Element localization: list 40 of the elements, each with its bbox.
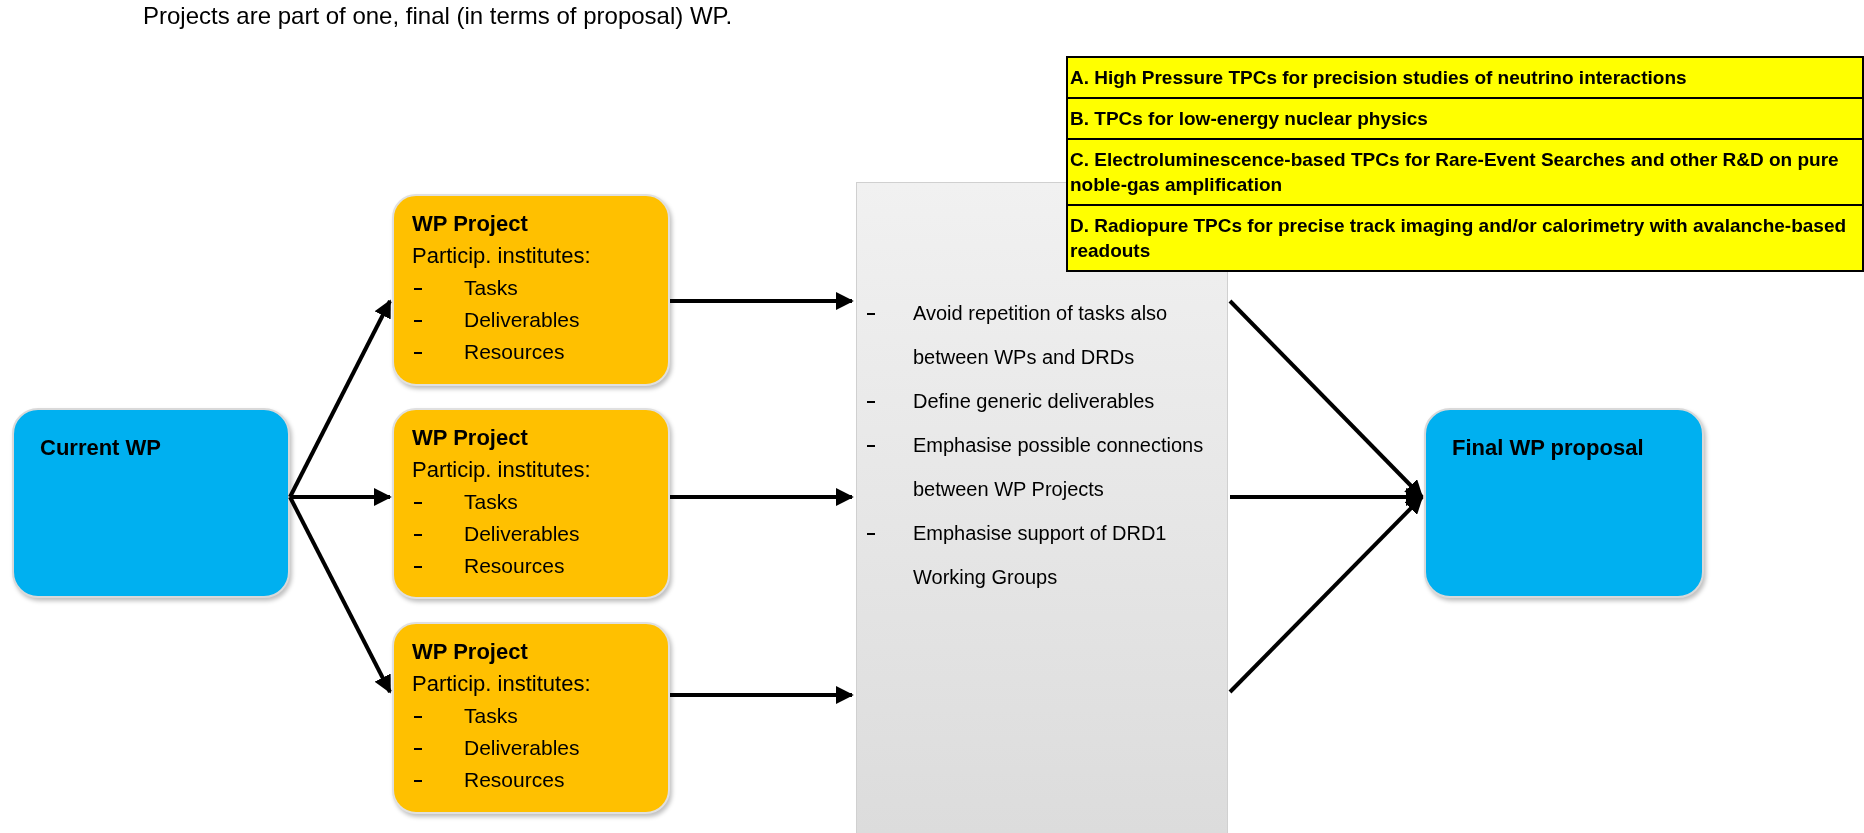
note-text: Projects are part of one, final (in terms of proposal) WP. xyxy=(143,2,733,30)
list-item-text: Tasks xyxy=(464,276,518,299)
box-text: Particip. institutes: xyxy=(412,242,592,270)
list-item-text: Resources xyxy=(464,554,565,577)
arrow xyxy=(670,686,854,704)
list-item-text: Avoid repetition of tasks also between WPs and DRDs xyxy=(913,302,1168,368)
table-cell: B. TPCs for low-energy nuclear physics xyxy=(1067,98,1863,139)
box-text: Particip. institutes: xyxy=(412,670,592,698)
list-item-text: Deliverables xyxy=(464,308,580,331)
list-item-text: Deliverables xyxy=(464,522,580,545)
list-item-text: Define generic deliverables xyxy=(913,390,1155,412)
table-cell: D. Radiopure TPCs for precise track imaging and/or calorimetry with avalanche-based readouts xyxy=(1067,205,1863,271)
arrow xyxy=(288,496,392,694)
rounded-box xyxy=(12,408,290,598)
box-heading: Current WP xyxy=(40,434,162,462)
project-box xyxy=(392,622,670,814)
arrow xyxy=(1230,488,1424,506)
arrow xyxy=(1228,299,1424,499)
project-box xyxy=(392,194,670,386)
table-cell: A. High Pressure TPCs for precision studies of neutrino interactions xyxy=(1067,57,1863,98)
list-item-text: Emphasise support of DRD1 Working Groups xyxy=(913,522,1167,588)
list-item-text: Tasks xyxy=(464,490,518,513)
box-heading: Final WP proposal xyxy=(1452,434,1645,462)
box-heading: WP Project xyxy=(412,424,529,452)
list-item-text: Resources xyxy=(464,340,565,363)
box-text: Particip. institutes: xyxy=(412,456,592,484)
list-item-text: Resources xyxy=(464,768,565,791)
arrow xyxy=(670,292,854,310)
box-heading: WP Project xyxy=(412,638,529,666)
arrow xyxy=(290,488,392,506)
table-cell: C. Electroluminescence-based TPCs for Rare-Event Searches and other R&D on pure noble-gas amplification xyxy=(1067,139,1863,205)
arrow xyxy=(1228,495,1424,694)
list-item-text: Deliverables xyxy=(464,736,580,759)
arrow xyxy=(288,299,392,498)
list-item-text: Emphasise possible connections between WP Projects xyxy=(913,434,1204,500)
arrow xyxy=(670,488,854,506)
list-item-text: Tasks xyxy=(464,704,518,727)
box-heading: WP Project xyxy=(412,210,529,238)
project-box xyxy=(392,408,670,599)
rounded-box xyxy=(1424,408,1704,598)
